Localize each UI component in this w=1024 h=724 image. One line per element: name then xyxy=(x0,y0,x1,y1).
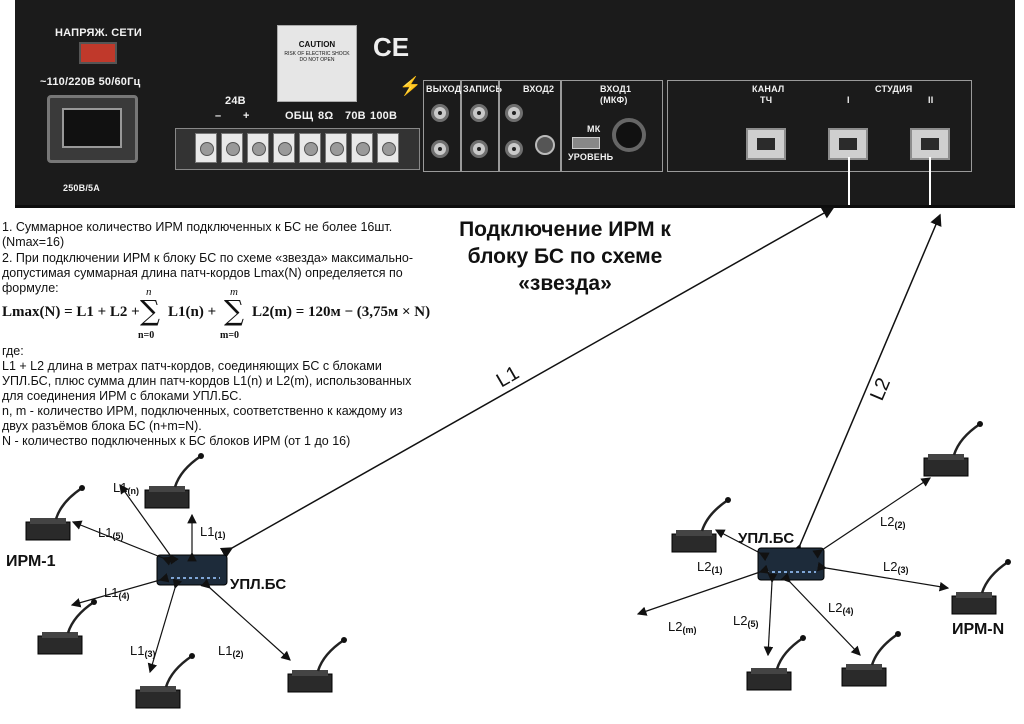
terminal-screw[interactable] xyxy=(195,133,217,163)
network-section xyxy=(667,80,972,172)
mains-voltage-label: НАПРЯЖ. СЕТИ xyxy=(55,27,142,39)
input2-section xyxy=(499,80,561,172)
hub-left xyxy=(156,554,228,586)
input2-rca[interactable] xyxy=(505,104,523,122)
hub-right xyxy=(757,547,825,581)
channel-label: КАНАЛ xyxy=(752,84,785,94)
cable-L1 xyxy=(219,207,835,559)
mk-label: МК xyxy=(587,124,601,134)
cable-L2 xyxy=(790,213,942,558)
record-label: ЗАПИСЬ xyxy=(463,84,503,94)
power-inlet[interactable] xyxy=(47,95,138,163)
cable-L1-4-label: L1(4) xyxy=(104,585,130,601)
cable-L2-4-label: L2(4) xyxy=(828,600,854,616)
irm-icon xyxy=(922,419,985,478)
output-rca[interactable] xyxy=(431,104,449,122)
cable-L2-m-label: L2(m) xyxy=(668,619,697,635)
terminal-screw[interactable] xyxy=(351,133,373,163)
studio-2-rj-port[interactable] xyxy=(910,128,950,160)
note-line: формуле: xyxy=(2,281,59,295)
note-line: где: xyxy=(2,344,24,358)
hub-right-label: УПЛ.БС xyxy=(738,530,795,547)
sigma-1: ∑ xyxy=(140,294,160,327)
cable-L1-3-label: L1(3) xyxy=(130,643,156,659)
device-rear-panel: НАПРЯЖ. СЕТИ ~110/220В 50/60Гц 250В/5А C… xyxy=(15,0,1015,208)
record-rca[interactable] xyxy=(470,104,488,122)
irm-icon xyxy=(745,633,808,692)
hub-left-label: УПЛ.БС xyxy=(230,576,287,593)
irm-1-label: ИРМ-1 xyxy=(6,553,56,570)
irm-icon xyxy=(134,651,197,710)
formula-sum1: L1(n) + xyxy=(168,304,217,320)
studio-label: СТУДИЯ xyxy=(875,84,913,94)
lightning-icon: ⚡ xyxy=(399,76,422,96)
mic-jack[interactable] xyxy=(612,118,646,152)
input1-section xyxy=(561,80,663,172)
label-common: ОБЩ xyxy=(285,110,314,122)
caution-sticker: CAUTION RISK OF ELECTRIC SHOCK DO NOT OP… xyxy=(277,25,357,102)
mic-level-switch[interactable] xyxy=(572,137,600,149)
irm-icon xyxy=(143,451,206,510)
sum-top-1: n xyxy=(146,286,152,298)
input1-sub-label: (МКФ) xyxy=(600,95,628,105)
cable-L1-5-label: L1(5) xyxy=(98,525,124,541)
irm-icon xyxy=(286,635,349,694)
irm-icon xyxy=(24,483,87,542)
studio-2-label: II xyxy=(928,95,934,105)
cable-L2-3-label: L2(3) xyxy=(883,559,909,575)
label-70v: 70В xyxy=(345,110,366,122)
terminal-screw[interactable] xyxy=(377,133,399,163)
input2-rca[interactable] xyxy=(505,140,523,158)
label-plus: + xyxy=(243,110,250,122)
output-label: ВЫХОД xyxy=(426,84,462,94)
sum-bottom-1: n=0 xyxy=(138,330,155,341)
output-rca[interactable] xyxy=(431,140,449,158)
irm-icon xyxy=(950,557,1013,616)
note-line: для соединения ИРМ с блоками УПЛ.БС. xyxy=(2,389,242,403)
voltage-switch[interactable] xyxy=(79,42,117,64)
channel-sub-label: ТЧ xyxy=(760,95,773,105)
level-label: УРОВЕНЬ xyxy=(568,152,614,162)
terminal-screw[interactable] xyxy=(273,133,295,163)
studio-1-label: I xyxy=(847,95,850,105)
mains-spec-label: ~110/220В 50/60Гц xyxy=(40,76,141,88)
input1-label: ВХОД1 xyxy=(600,84,632,94)
terminal-screw[interactable] xyxy=(325,133,347,163)
cable-L1-1-label: L1(1) xyxy=(200,524,226,540)
label-24v: 24В xyxy=(225,95,246,107)
label-8ohm: 8Ω xyxy=(318,110,334,122)
irm-n-label: ИРМ-N xyxy=(952,621,1005,638)
terminal-screw[interactable] xyxy=(221,133,243,163)
note-line: двух разъёмов блока БС (n+m=N). xyxy=(2,419,202,433)
channel-rj-port[interactable] xyxy=(746,128,786,160)
cable-L2-2-label: L2(2) xyxy=(880,514,906,530)
record-rca[interactable] xyxy=(470,140,488,158)
terminal-screw[interactable] xyxy=(247,133,269,163)
label-100v: 100В xyxy=(370,110,398,122)
input2-label: ВХОД2 xyxy=(523,84,555,94)
fuse-label: 250В/5А xyxy=(63,183,100,193)
input2-level-knob[interactable] xyxy=(535,135,555,155)
irm-icon xyxy=(670,495,733,554)
cable-L1n-label: L1(n) xyxy=(113,480,139,496)
note-line: (Nmax=16) xyxy=(2,235,65,249)
label-minus: – xyxy=(215,110,222,122)
output-section xyxy=(423,80,461,172)
record-section xyxy=(461,80,499,172)
irm-icon xyxy=(36,597,99,656)
ce-mark: CE xyxy=(373,32,410,62)
cable-L2-5-label: L2(5) xyxy=(733,613,759,629)
cable-L1-2-label: L1(2) xyxy=(218,643,244,659)
cable-L2-1-label: L2(1) xyxy=(697,559,723,575)
formula-left: Lmax(N) = L1 + L2 + xyxy=(2,304,140,320)
terminal-screw[interactable] xyxy=(299,133,321,163)
irm-icon xyxy=(840,629,903,688)
